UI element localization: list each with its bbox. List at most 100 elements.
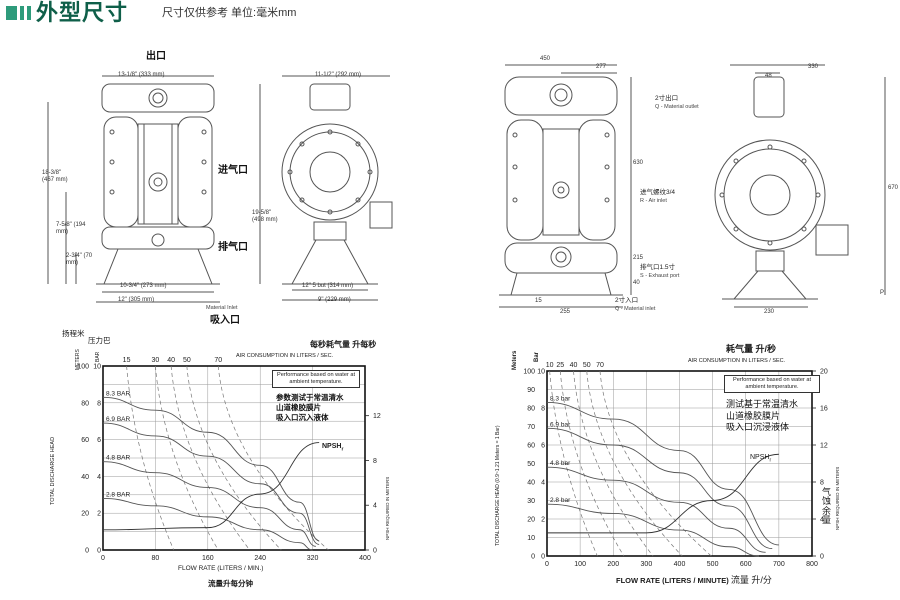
label-air-inlet: 进气口 — [218, 165, 248, 176]
left-chart-pressure-label-3: 2.8 BAR — [106, 491, 131, 498]
left-chart-series-4 — [102, 442, 320, 531]
right-chart-air-tick-2: 40 — [570, 362, 578, 369]
left-chart-air-tick-4: 70 — [214, 357, 222, 364]
dim-230: 230 — [764, 309, 775, 315]
left-chart-air-tick-3: 50 — [183, 357, 191, 364]
dim-height-low: 2-3/4" (70 mm) — [66, 253, 93, 267]
label-outlet: 出口 — [146, 51, 166, 62]
label-outlet-cn: 2寸出口 — [655, 95, 679, 102]
dim-height-total: 18-3/8" (467 mm) — [42, 170, 68, 184]
right-chart-ytick-bar-4: 2 — [541, 517, 545, 524]
label-exhaust-en: S - Exhaust port — [640, 273, 680, 279]
right-chart-npsh-tick-0: 20 — [820, 369, 828, 376]
label-air-en: R - Air inlet — [640, 198, 667, 204]
left-chart-air-tick-2: 40 — [167, 357, 175, 364]
right-chart-xlabel: FLOW RATE (LITERS / MINUTE) 流量 升/分 — [616, 576, 772, 585]
dim-side-height: 19-5/8" (498 mm) — [252, 210, 278, 224]
left-chart-frame — [102, 365, 366, 551]
left-pump-front-view — [47, 75, 220, 303]
left-chart-ytick-m-1: 80 — [81, 400, 89, 407]
dim-top-width: 13-1/8" (333 mm) — [118, 72, 165, 78]
left-npsh-sub: r — [341, 446, 344, 453]
right-chart-ytick-m-2: 80 — [527, 406, 535, 413]
right-chart-xtick-5: 500 — [707, 561, 719, 568]
label-suction: 吸入口 — [210, 315, 240, 326]
left-chart-top-cn-left: 扬程米 — [62, 329, 85, 338]
right-chart-npsh-tick-4: 4 — [820, 517, 824, 524]
left-chart-pressure-label-1: 6.9 BAR — [106, 416, 131, 423]
right-chart-air-curve-0 — [549, 370, 598, 557]
right-chart-ytick-m-6: 40 — [527, 480, 535, 487]
left-npsh-text: NPSH — [322, 443, 342, 450]
left-chart-npsh-tick-2: 4 — [373, 503, 377, 510]
right-chart-ytick-bar-0: 10 — [537, 369, 545, 376]
right-chart-ytick-m-1: 90 — [527, 387, 535, 394]
left-chart-ytick-bar-5: 0 — [97, 548, 101, 555]
left-chart-air-en: AIR CONSUMPTION IN LITERS / SEC. — [236, 353, 334, 359]
right-chart-ytick-bar-2: 6 — [541, 443, 545, 450]
dim-450: 450 — [540, 56, 551, 62]
left-chart-pressure-label-2: 4.8 BAR — [106, 455, 131, 462]
dim-base-half: 10-3/4" (273 mm) — [120, 283, 167, 289]
left-chart-air-curve-2 — [170, 365, 250, 551]
right-chart-ytick-bar-5: 0 — [541, 554, 545, 561]
left-chart-xtick-4: 320 — [307, 555, 319, 562]
right-cn-note-line-1: 测试基于常温清水 — [726, 399, 799, 409]
right-chart-air-tick-0: 10 — [546, 362, 554, 369]
header-bars-icon — [6, 6, 31, 20]
left-chart-ytick-bar-1: 8 — [97, 400, 101, 407]
page-subtitle: 尺寸仅供参考 单位:毫米mm — [162, 7, 297, 19]
left-chart-ytick-m-5: 0 — [85, 548, 89, 555]
left-chart-series-0 — [102, 396, 320, 542]
page-title: 外型尺寸 — [36, 0, 129, 25]
right-chart-air-cn: 耗气量 升/秒 — [726, 344, 777, 354]
right-chart-ytick-m-0: 100 — [523, 369, 535, 376]
left-chart-xlabel-cn: 流量升每分钟 — [208, 579, 253, 588]
label-air-cn: 进气螺纹3/4 — [640, 189, 676, 196]
left-chart-air-tick-0: 15 — [123, 357, 131, 364]
right-chart-air-tick-3: 50 — [583, 362, 591, 369]
right-chart-air-tick-1: 25 — [556, 362, 564, 369]
right-chart-ytick-m-8: 20 — [527, 517, 535, 524]
right-chart-air-curve-1 — [559, 370, 625, 557]
right-chart-ytick-m-3: 70 — [527, 424, 535, 431]
right-chart-air-tick-4: 70 — [596, 362, 604, 369]
label-outlet-en: Q - Material outlet — [655, 104, 699, 110]
left-chart-xtick-2: 160 — [202, 555, 214, 562]
right-chart-air-curve-2 — [573, 370, 654, 557]
right-chart-air-curve-3 — [586, 370, 683, 557]
right-chart-npsh-tick-2: 12 — [820, 443, 828, 450]
dim-277: 277 — [596, 64, 607, 70]
right-chart-air-en: AIR CONSUMPTION IN LITERS / SEC. — [688, 358, 786, 364]
left-chart-xtick-0: 0 — [101, 555, 105, 562]
dim-40: 40 — [633, 280, 640, 286]
right-xlabel-en: FLOW RATE (LITERS / MINUTE) — [616, 576, 729, 585]
left-chart-series-2 — [102, 461, 316, 547]
label-inlet-en: Q - Material inlet — [615, 306, 656, 312]
right-chart-series-3 — [546, 503, 760, 557]
right-chart-right-axis-cn: 气蚀余量 — [822, 487, 832, 526]
left-chart-air-curve-3 — [186, 365, 282, 551]
left-chart-xlabel: FLOW RATE (LITERS / MIN.) — [178, 565, 264, 572]
right-chart-ytick-bar-1: 8 — [541, 406, 545, 413]
left-chart-note: Performance based on water at ambient te… — [272, 370, 360, 388]
label-material-inlet-en: Material Inlet — [206, 305, 238, 311]
left-chart-ytick-m-2: 60 — [81, 437, 89, 444]
dim-side-width: 11-1/2" (292 mm) — [315, 72, 362, 78]
dim-630: 630 — [633, 160, 644, 166]
label-exhaust: 排气口 — [218, 242, 248, 253]
right-chart-frame — [546, 370, 813, 557]
left-chart-cn-note: 参数测试于常温清水 山道橡胶膜片 吸入口沉入液体 — [276, 393, 344, 422]
right-chart-pressure-label-0: 8.3 bar — [550, 395, 571, 402]
left-cn-note-line-1: 参数测试于常温清水 — [276, 393, 344, 402]
right-cn-note-line-3: 吸入口沉浸液体 — [726, 422, 790, 433]
right-chart-ytick-m-7: 30 — [527, 498, 535, 505]
right-chart-npsh-label: NPSHr — [750, 454, 771, 463]
left-chart-air-curve-4 — [217, 365, 329, 551]
right-chart-npsh-tick-1: 16 — [820, 406, 828, 413]
right-chart-cn-note: 测试基于常温清水 山道橡胶膜片 吸入口沉浸液体 — [726, 399, 798, 434]
left-chart-ytick-bar-0: 10 — [93, 364, 101, 371]
label-exhaust-cn: 排气口1.5寸 — [640, 264, 676, 271]
right-npsh-text: NPSH — [750, 454, 770, 461]
